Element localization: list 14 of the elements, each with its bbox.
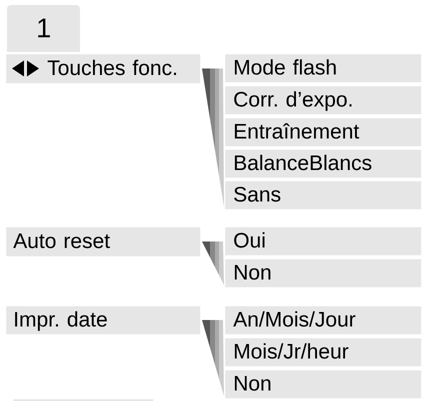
option-item: BalanceBlancs [225, 150, 422, 178]
option-item: Sans [225, 181, 422, 210]
menu-item: Auto reset [6, 227, 200, 256]
option-item: An/Mois/Jour [225, 306, 422, 334]
page-tab: 1 [7, 5, 80, 52]
option-item: Mois/Jr/heur [225, 338, 422, 366]
option-item: Mode flash [225, 54, 422, 82]
option-item: Corr. d’expo. [225, 86, 422, 114]
menu-item: Impr. date [6, 306, 200, 334]
option-item: Non [225, 370, 422, 398]
option-item: Non [225, 259, 422, 288]
option-item: Oui [225, 227, 422, 256]
option-item: Entraînement [225, 118, 422, 146]
menu-item: Touches fonc. [6, 54, 200, 84]
